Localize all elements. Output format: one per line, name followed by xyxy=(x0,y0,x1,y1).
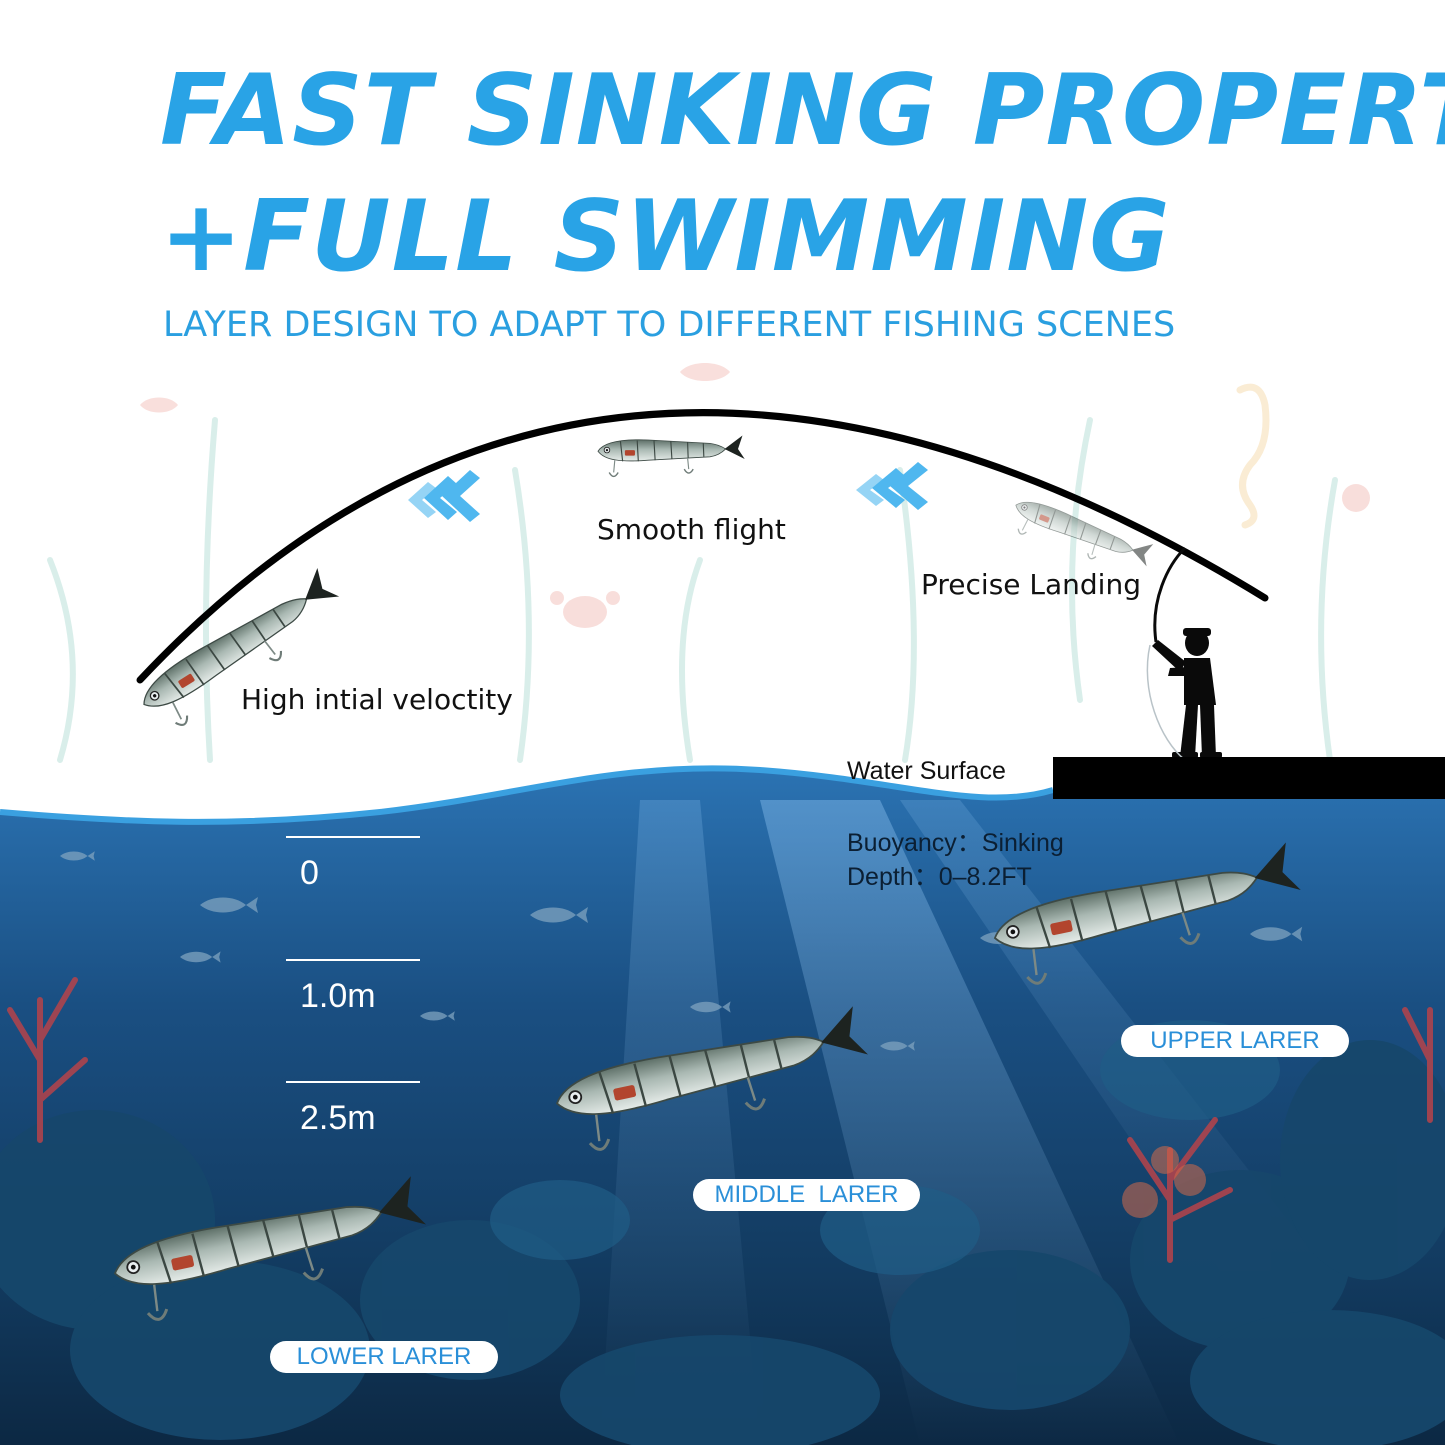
depth-tick-label: 2.5m xyxy=(300,1099,376,1137)
depth-tick-line xyxy=(286,836,420,838)
lure-icon xyxy=(986,840,1310,992)
lower-layer-badge: LOWER LARER xyxy=(270,1341,498,1373)
fisherman-icon xyxy=(1152,628,1222,758)
seahorse-icon xyxy=(1236,383,1270,529)
headline-line-1: FAST SINKING PROPERTY xyxy=(160,54,1445,168)
dock-platform xyxy=(1053,757,1445,799)
depth-tick-label: 0 xyxy=(300,854,319,892)
water-surface-label: Water Surface xyxy=(847,757,1006,785)
depth-tick-line xyxy=(286,959,420,961)
depth-tick-line xyxy=(286,1081,420,1083)
smooth-flight-label: Smooth flight xyxy=(597,513,786,546)
upper-layer-badge: UPPER LARER xyxy=(1121,1025,1349,1057)
chevrons-left-icon xyxy=(408,470,480,522)
lure-icon xyxy=(548,1003,878,1158)
middle-layer-badge: MIDDLE LARER xyxy=(693,1179,920,1211)
chevrons-left-icon xyxy=(856,462,928,510)
depth-tick-label: 1.0m xyxy=(300,977,376,1015)
crab-icon xyxy=(550,591,620,628)
lure-icon xyxy=(106,1173,436,1328)
headline-line-2: +FULL SWIMMING xyxy=(160,180,1171,294)
depth-label: Depth：0–8.2FT xyxy=(847,863,1032,891)
high-velocity-label: High intial veloctity xyxy=(241,683,513,716)
precise-landing-label: Precise Landing xyxy=(921,568,1141,601)
buoyancy-label: Buoyancy：Sinking xyxy=(847,829,1064,857)
subtitle: LAYER DESIGN TO ADAPT TO DIFFERENT FISHI… xyxy=(163,305,1176,345)
